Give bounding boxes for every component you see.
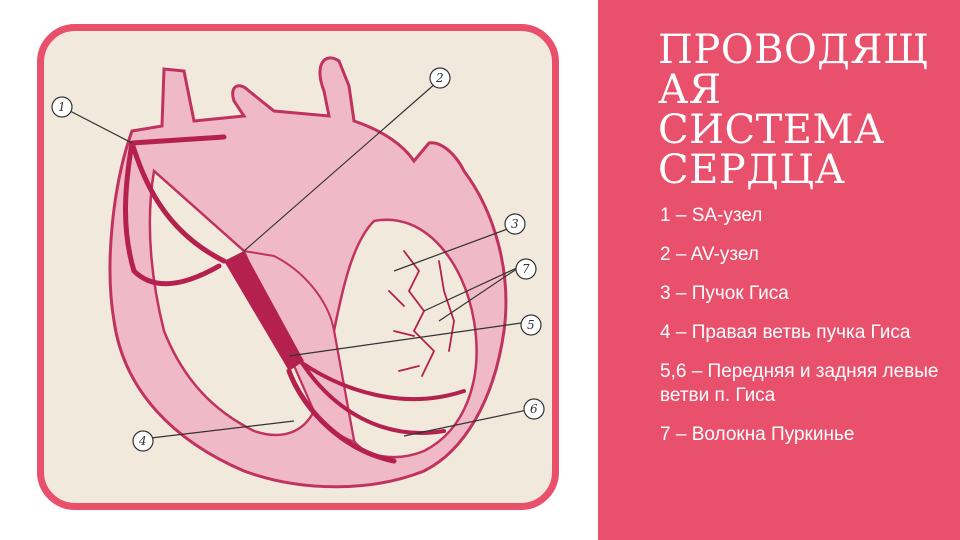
diagram-label-4: 4 (138, 434, 147, 448)
diagram-label-5a: 5 (527, 318, 535, 332)
slide-title: ПРОВОДЯЩ АЯ СИСТЕМА СЕРДЦА (658, 30, 948, 190)
legend-list: 1 – SA-узел 2 – AV-узел 3 – Пучок Гиса 4… (660, 204, 950, 462)
legend-item-3: 3 – Пучок Гиса (660, 282, 950, 306)
diagram-label-6: 6 (530, 402, 538, 416)
legend-item-7: 7 – Волокна Пуркинье (660, 423, 950, 447)
diagram-label-1: 1 (58, 100, 66, 114)
legend-item-5-6: 5,6 – Передняя и задняя левые ветви п. Г… (660, 360, 950, 408)
legend-item-2: 2 – AV-узел (660, 243, 950, 267)
diagram-label-2: 2 (435, 71, 444, 85)
legend-item-4: 4 – Правая ветвь пучка Гиса (660, 321, 950, 345)
diagram-label-3: 3 (511, 217, 519, 231)
text-panel: ПРОВОДЯЩ АЯ СИСТЕМА СЕРДЦА 1 – SA-узел 2… (598, 0, 960, 540)
legend-item-1: 1 – SA-узел (660, 204, 950, 228)
diagram-label-7: 7 (522, 262, 530, 276)
heart-diagram-frame: 1 2 3 4 5 6 7 (37, 24, 559, 510)
heart-conduction-diagram: 1 2 3 4 5 6 7 (44, 31, 552, 503)
image-area: 1 2 3 4 5 6 7 (0, 0, 600, 540)
